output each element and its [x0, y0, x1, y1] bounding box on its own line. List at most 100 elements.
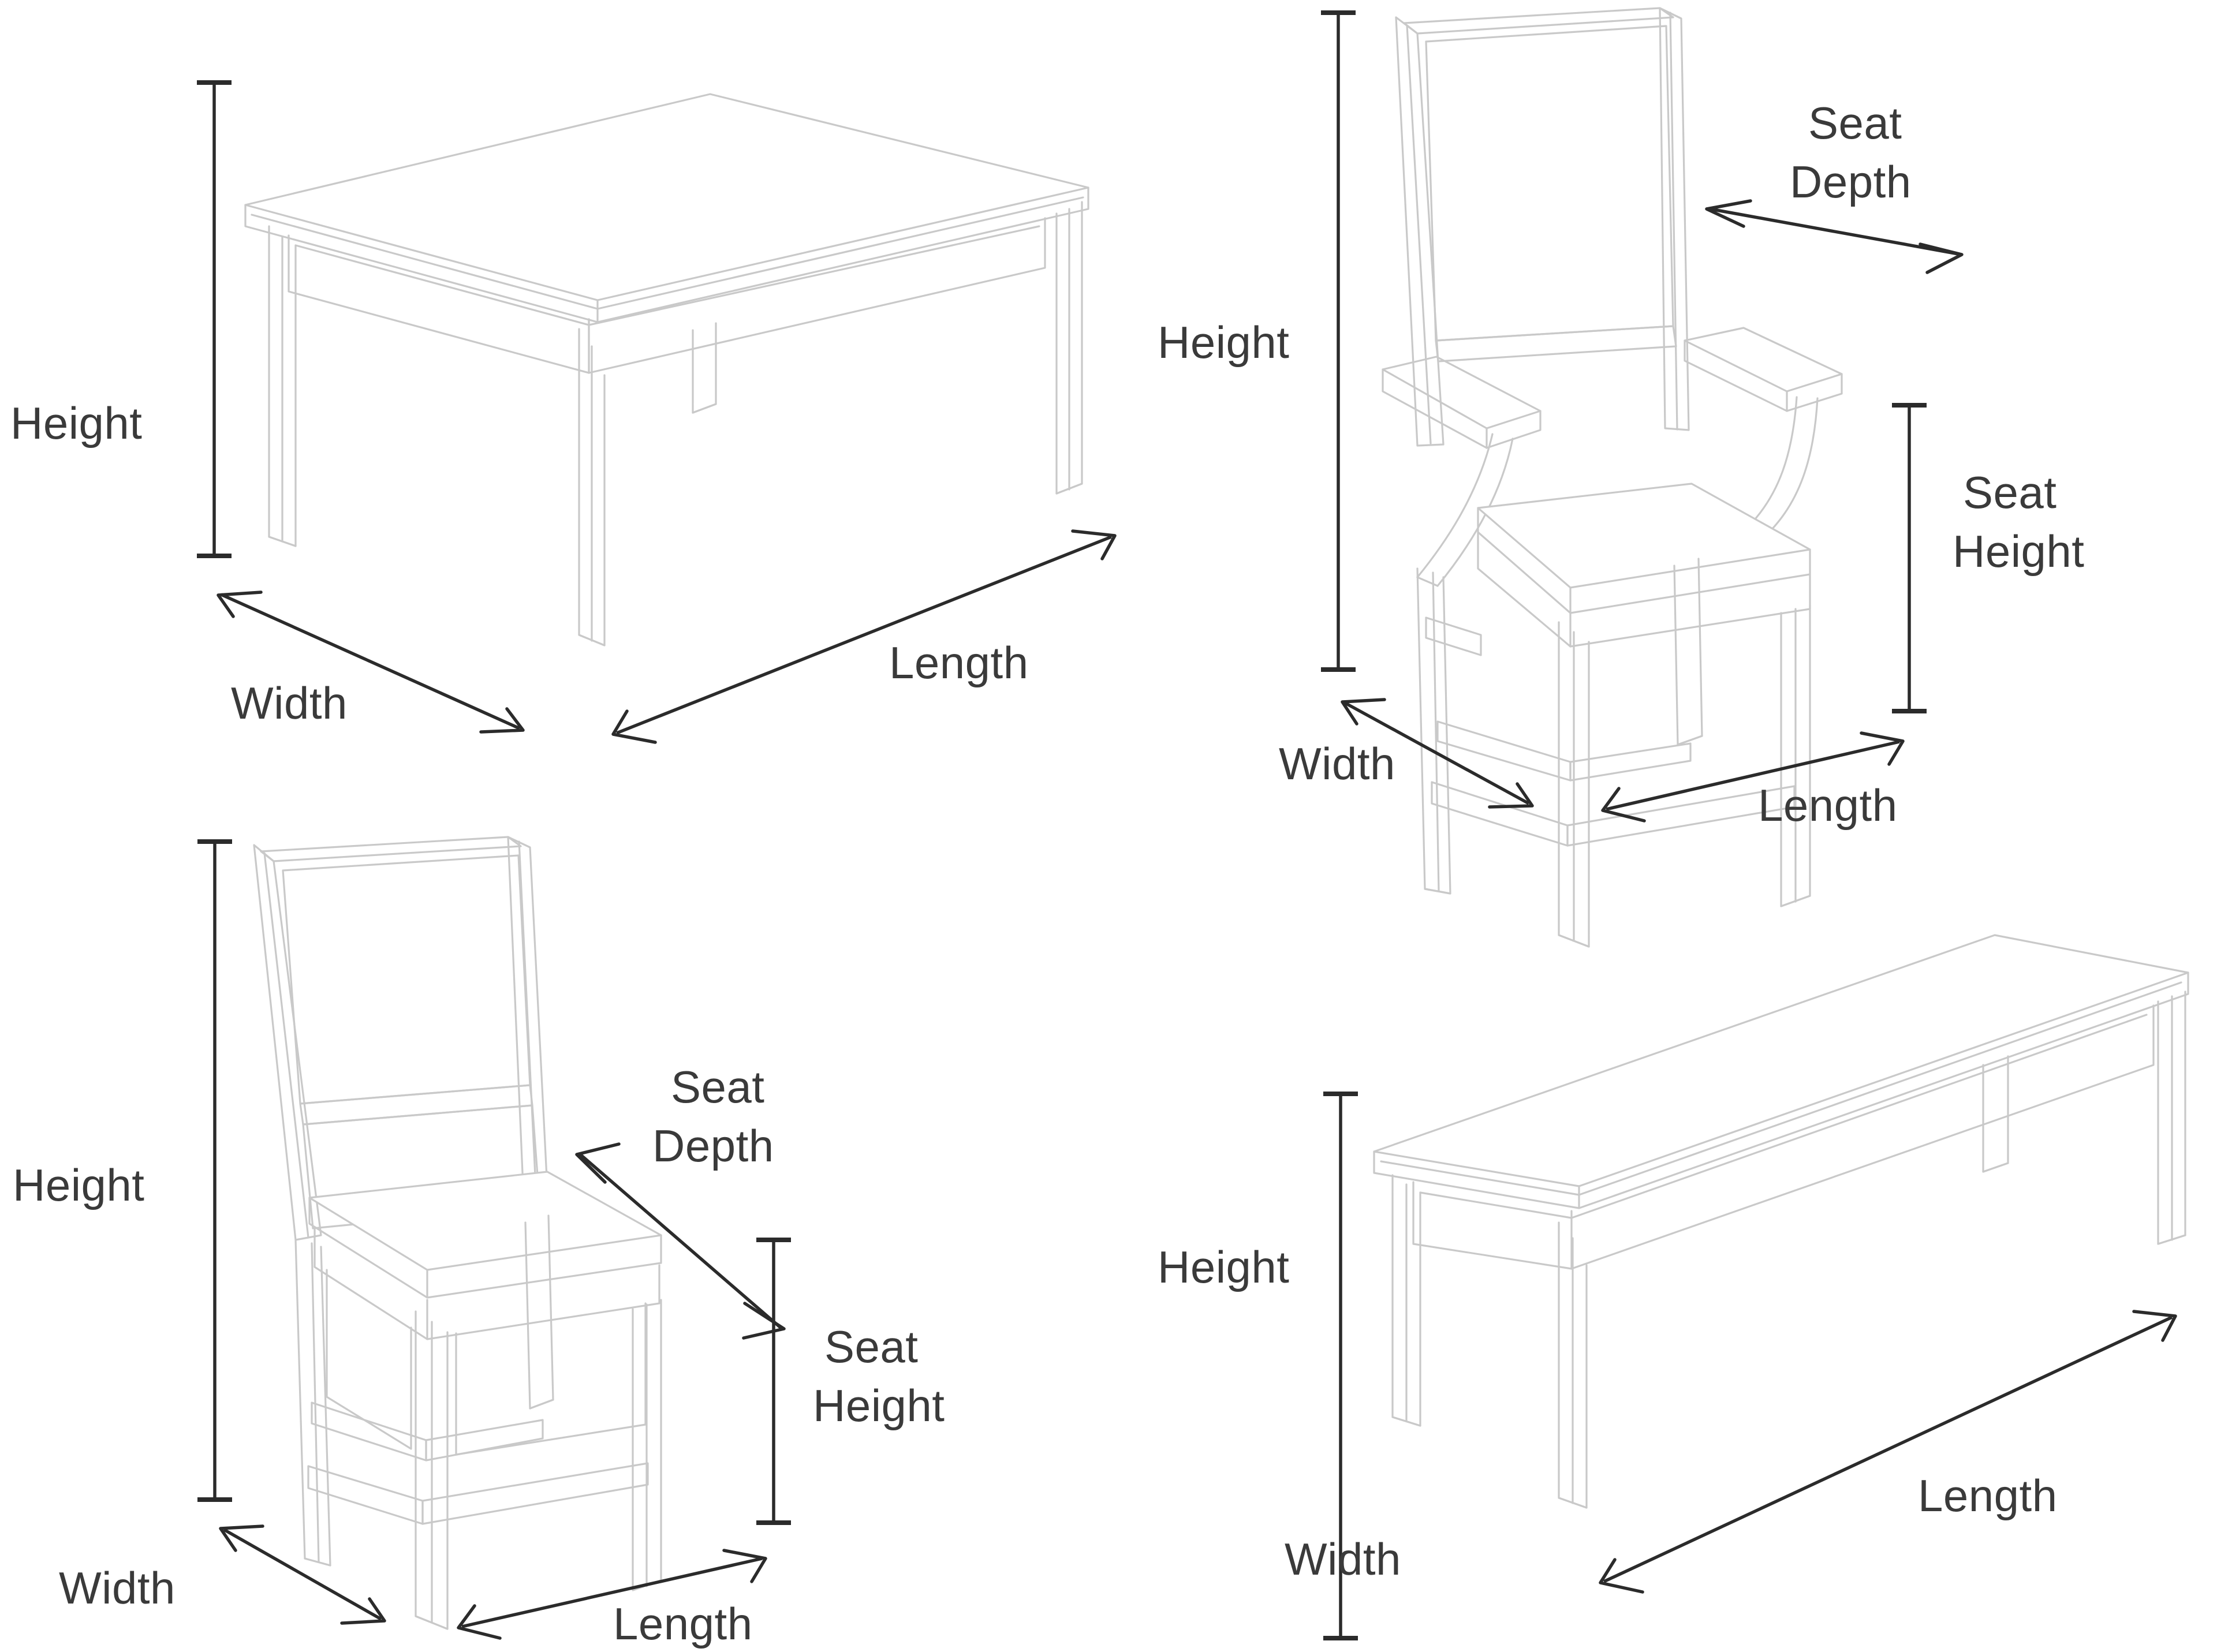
armchair-leg-rear-left-crease: [1432, 571, 1440, 892]
table-width-label: Width: [231, 678, 348, 728]
armchair-seat-depth-arrowhead-start: [1705, 199, 1752, 228]
bench-height-dimension: Height: [1158, 1092, 1358, 1640]
armchair-back-lower-rail: [1435, 325, 1677, 362]
sidechair-width-dimension: Width: [59, 1524, 386, 1625]
armchair-length-dimension: Length: [1601, 731, 1905, 831]
dining-table-drawing: [244, 93, 1089, 646]
armchair-seat-depth-label-line1: Seat: [1808, 98, 1902, 148]
arm-chair-drawing: [1382, 7, 1843, 948]
bench-leg-back-mid-foot: [1982, 1162, 2009, 1173]
armchair-stretcher-upper-right: [1569, 742, 1692, 782]
bench-length-line: [1603, 1315, 2173, 1583]
armchair-stile-right-crease: [1669, 12, 1678, 431]
bench-width-label: Width: [1285, 1534, 1401, 1584]
table-height-dimension: Height: [10, 80, 232, 558]
sidechair-seat-height-label-line1: Seat: [824, 1321, 918, 1372]
bench-length-label: Length: [1918, 1470, 2058, 1521]
sidechair-seat-depth-dimension: Seat Depth: [575, 1062, 786, 1340]
table-length-dimension: Length: [611, 529, 1117, 744]
armchair-arm-support-left-foot: [1416, 576, 1439, 587]
armchair-armrest-right-end: [1786, 373, 1843, 412]
armchair-armrest-left-end: [1486, 410, 1542, 449]
bench-drawing: [1373, 934, 2189, 1509]
bench-height-label: Height: [1158, 1242, 1289, 1292]
panel-arm-chair: Height Seat Depth Seat Height Width: [1158, 7, 2084, 948]
bench-top-reveal-right: [1578, 981, 2182, 1196]
sidechair-length-dimension: Length: [457, 1549, 767, 1649]
sidechair-leg-rear-right-foot: [529, 1399, 554, 1410]
sidechair-apron-inner-left: [326, 1269, 412, 1450]
armchair-seat-depth-label-line2: Depth: [1790, 156, 1912, 207]
armchair-width-arrowhead-end: [1488, 782, 1534, 809]
armchair-seat-edge-front: [1569, 548, 1811, 614]
bench-apron-top-edge: [1419, 1014, 2148, 1219]
armchair-length-arrowhead-end: [1860, 731, 1905, 766]
panel-bench: Height Width Length: [1158, 934, 2189, 1640]
sidechair-seat-edge-front: [426, 1234, 662, 1299]
sidechair-height-dimension: Height: [13, 839, 232, 1502]
armchair-length-arrowhead-start: [1601, 787, 1646, 823]
sidechair-seat-height-label-line2: Height: [813, 1380, 945, 1431]
table-top-reveal-right: [596, 196, 1084, 310]
armchair-seat-height-label-line1: Seat: [1963, 467, 2056, 518]
armchair-width-line: [1344, 701, 1530, 805]
bench-apron-right: [1570, 1004, 2155, 1270]
sidechair-width-arrowhead-start: [219, 1524, 264, 1552]
table-width-dimension: Width: [217, 590, 525, 734]
armchair-armrest-left-side: [1382, 368, 1488, 449]
sidechair-seat-depth-arrowhead-end: [742, 1302, 786, 1340]
armchair-leg-rear-right-foot: [1677, 735, 1703, 746]
armchair-seat-height-label-line2: Height: [1953, 526, 2084, 577]
bench-seat-edge-left: [1373, 1150, 1580, 1209]
sidechair-seat-depth-arrowhead-start: [575, 1142, 621, 1184]
armchair-seat-depth-line: [1710, 207, 1959, 256]
table-top-reveal-left: [251, 214, 599, 310]
sidechair-stile-left-crease: [263, 852, 309, 1239]
bench-top-reveal-left: [1380, 1160, 1580, 1196]
sidechair-stile-left: [253, 844, 322, 1241]
armchair-side-rail-left: [1425, 616, 1482, 656]
armchair-width-arrowhead-start: [1341, 698, 1386, 726]
table-length-arrowhead-start: [611, 709, 657, 744]
table-apron-right: [588, 217, 1046, 374]
table-width-arrowhead-start: [217, 590, 263, 618]
armchair-seat-apron-left: [1477, 531, 1572, 648]
bench-apron-left: [1412, 1181, 1573, 1270]
table-apron-top-edge: [294, 225, 1040, 326]
armchair-seat-height-dimension: Seat Height: [1892, 403, 2084, 713]
armchair-seat-depth-dimension: Seat Depth: [1705, 98, 1964, 274]
sidechair-seat-height-dimension: Seat Height: [756, 1238, 945, 1525]
table-width-line: [220, 593, 521, 730]
table-width-arrowhead-end: [479, 707, 525, 734]
armchair-arm-support-right-inner: [1770, 397, 1819, 531]
armchair-arm-support-left-outer: [1416, 433, 1494, 578]
table-height-label: Height: [10, 398, 142, 448]
sidechair-length-label: Length: [613, 1598, 753, 1649]
table-length-label: Length: [889, 637, 1029, 688]
sidechair-width-label: Width: [59, 1563, 176, 1613]
sidechair-seat-depth-label-line1: Seat: [671, 1062, 764, 1112]
armchair-width-label: Width: [1279, 738, 1395, 789]
panel-dining-table: Height Width Length: [10, 80, 1117, 744]
sidechair-width-arrowhead-end: [340, 1597, 386, 1625]
sidechair-height-label: Height: [13, 1160, 144, 1210]
panel-side-chair: Height Seat Depth Seat Height Width: [13, 836, 945, 1649]
sidechair-stretcher-front: [421, 1462, 649, 1525]
sidechair-leg-rear-left-foot: [304, 1557, 331, 1567]
sidechair-apron-left: [313, 1227, 428, 1340]
bench-length-dimension: Length: [1599, 1310, 2177, 1594]
sidechair-apron-right: [426, 1264, 660, 1340]
sidechair-length-arrowhead-end: [722, 1549, 767, 1583]
armchair-stile-left-crease: [1406, 24, 1432, 444]
armchair-arm-support-left-inner: [1436, 438, 1514, 587]
bench-length-arrowhead-end: [2132, 1310, 2177, 1342]
bench-length-arrowhead-start: [1599, 1558, 1644, 1594]
sidechair-stretcher-upper-right: [425, 1419, 544, 1462]
sidechair-length-line: [461, 1557, 763, 1628]
armchair-width-dimension: Width: [1279, 698, 1534, 809]
sidechair-width-line: [223, 1528, 382, 1621]
sidechair-length-arrowhead-start: [457, 1604, 502, 1640]
